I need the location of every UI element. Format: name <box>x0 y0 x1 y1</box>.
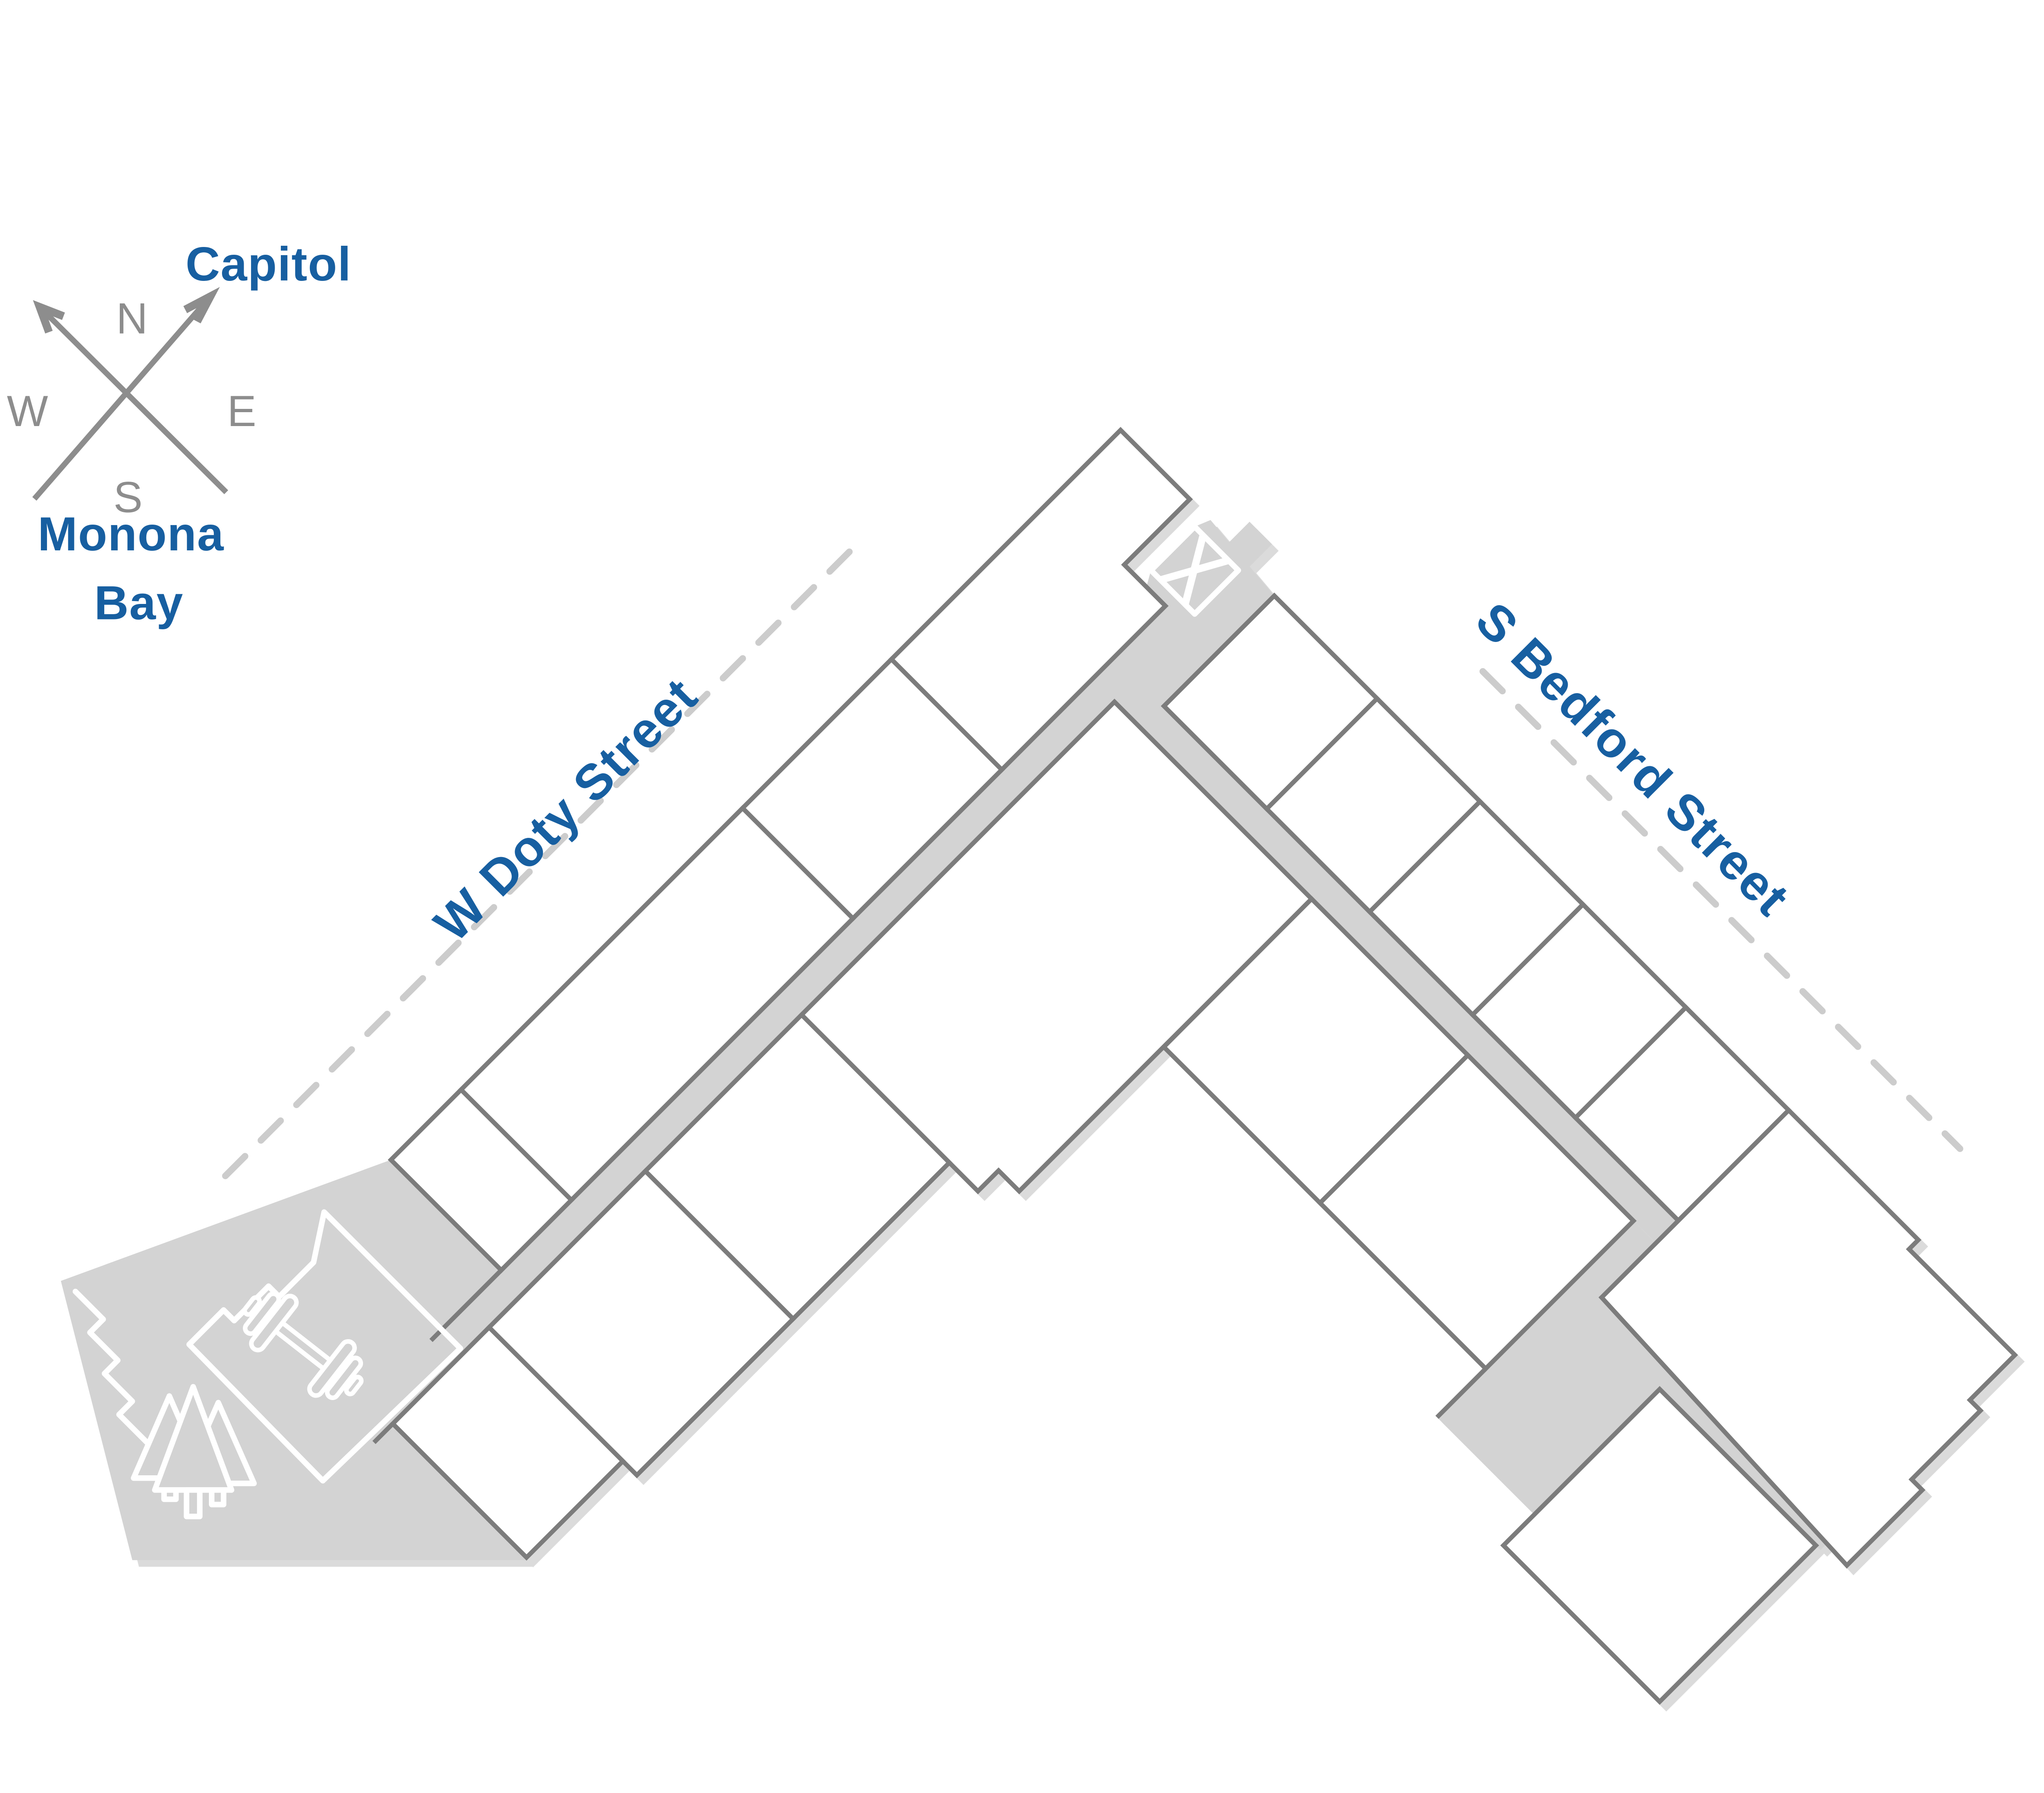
dumbbell-icon <box>242 1291 364 1400</box>
trees-icon <box>131 1384 257 1519</box>
corridor-edge-line <box>372 1422 394 1444</box>
corridor-west-wing <box>351 521 1272 1443</box>
corridor-south-wing <box>1091 656 1679 1243</box>
elevator-x-icon <box>1148 524 1241 617</box>
elevator-x-glyph <box>1158 557 1230 583</box>
amenity-details <box>72 1209 464 1519</box>
compass-w: W <box>7 386 49 435</box>
unit-polygon[interactable] <box>1598 1107 2018 1569</box>
compass-s: S <box>113 472 143 521</box>
compass-n: N <box>116 294 148 343</box>
street-dash-line <box>209 548 853 1192</box>
landmark-labels: Capitol Monona Bay <box>38 238 352 630</box>
compass-arrow-nw <box>38 305 229 494</box>
corridor-edge-line <box>1435 1367 1488 1419</box>
street-dash-line <box>1479 668 1963 1152</box>
monona-bay-label-line2: Bay <box>94 577 184 630</box>
unit-polygon[interactable] <box>1500 1386 1819 1705</box>
highlighted-unit[interactable] <box>486 1168 796 1479</box>
unit-polygon[interactable] <box>390 1324 626 1561</box>
compass-arrowhead-nw <box>33 300 65 334</box>
building-floorplan <box>61 426 2018 1705</box>
compass-rose-icon: N W E S <box>7 287 257 521</box>
compass-e: E <box>227 386 257 435</box>
compass-arrowhead-ne <box>183 287 220 323</box>
amenity-step-outline <box>72 1288 150 1445</box>
compass-arrow-ne <box>32 294 213 501</box>
fitness-room-outline <box>186 1209 464 1484</box>
monona-bay-label-line1: Monona <box>38 507 224 561</box>
unit-polygon[interactable] <box>388 1086 575 1274</box>
capitol-label: Capitol <box>186 238 352 291</box>
